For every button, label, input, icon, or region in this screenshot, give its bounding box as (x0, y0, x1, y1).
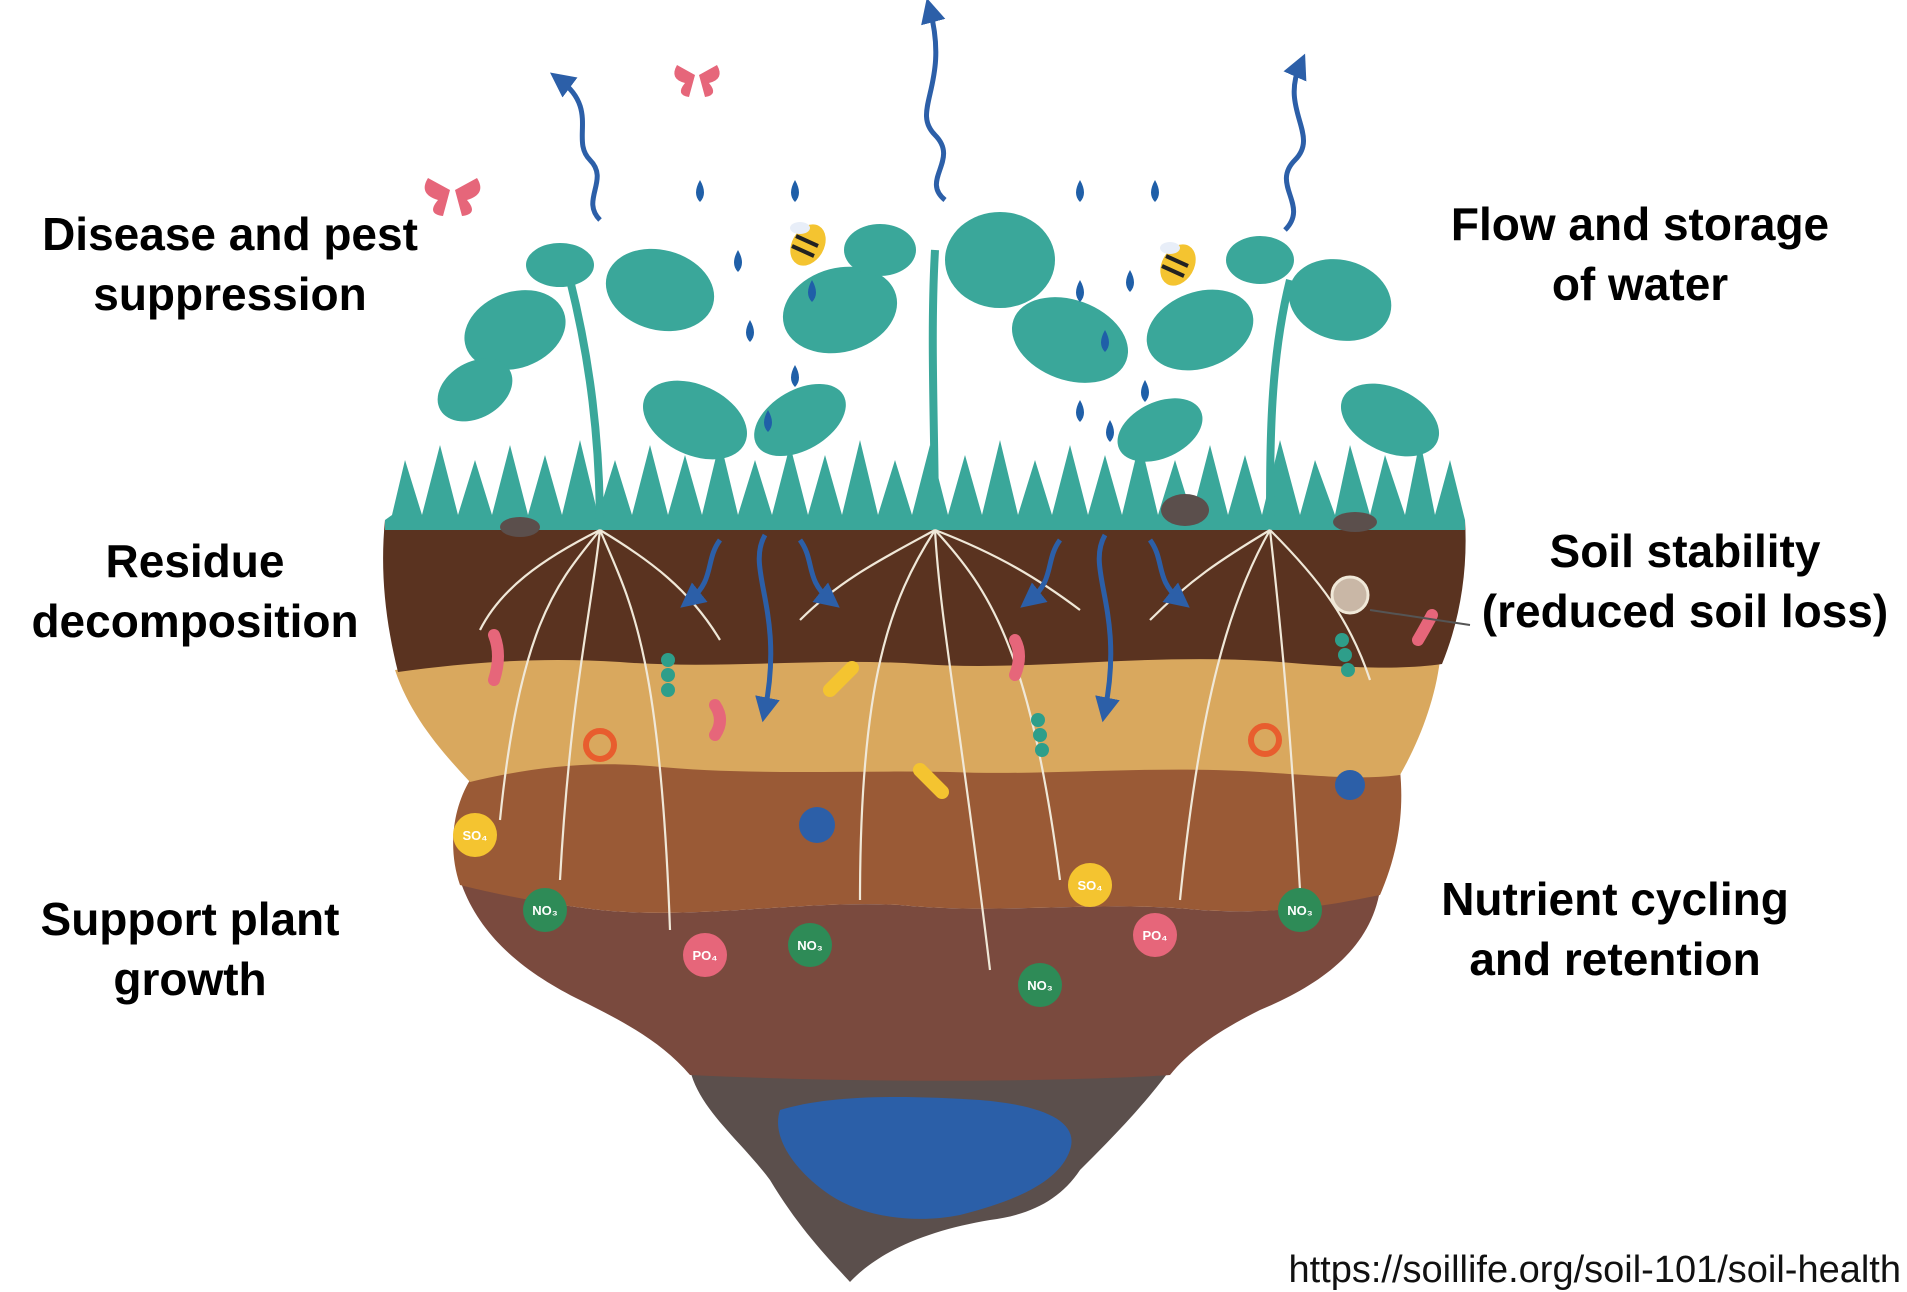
label-disease-pest-suppression: Disease and pest suppression (20, 205, 440, 325)
label-line: and retention (1400, 930, 1830, 990)
nutrient-label: SO₄ (463, 828, 488, 843)
bee-icon (1153, 238, 1203, 292)
label-line: Flow and storage (1415, 195, 1865, 255)
label-line: Support plant (20, 890, 360, 950)
sandy-layer (395, 657, 1440, 782)
label-support-plant-growth: Support plant growth (20, 890, 360, 1010)
label-line: Nutrient cycling (1400, 870, 1830, 930)
nutrient-label: NO₃ (532, 903, 558, 918)
label-residue-decomposition: Residue decomposition (10, 532, 380, 652)
label-line: Residue (10, 532, 380, 592)
label-line: growth (20, 950, 360, 1010)
nutrient-label: NO₃ (797, 938, 823, 953)
nutrient-label: NO₃ (1287, 903, 1313, 918)
soil-particle (1332, 577, 1368, 613)
butterfly-icon (674, 65, 719, 97)
label-line: Disease and pest (20, 205, 440, 265)
nutrient-label: SO₄ (1078, 878, 1103, 893)
grass-band (385, 440, 1465, 530)
label-nutrient-cycling: Nutrient cycling and retention (1400, 870, 1830, 990)
topsoil-layer (383, 520, 1466, 672)
source-url[interactable]: https://soillife.org/soil-101/soil-healt… (1288, 1249, 1901, 1292)
label-line: decomposition (10, 592, 380, 652)
label-flow-storage-water: Flow and storage of water (1415, 195, 1865, 315)
label-line: Soil stability (1470, 522, 1900, 582)
bee-icon (783, 218, 833, 272)
nutrient-label: PO₄ (693, 948, 718, 963)
label-soil-stability: Soil stability (reduced soil loss) (1470, 522, 1900, 642)
nutrient-label: NO₃ (1027, 978, 1053, 993)
label-line: suppression (20, 265, 440, 325)
evaporation-arrows (560, 10, 1304, 230)
nutrient-label: PO₄ (1143, 928, 1168, 943)
label-line: (reduced soil loss) (1470, 582, 1900, 642)
label-line: of water (1415, 255, 1865, 315)
